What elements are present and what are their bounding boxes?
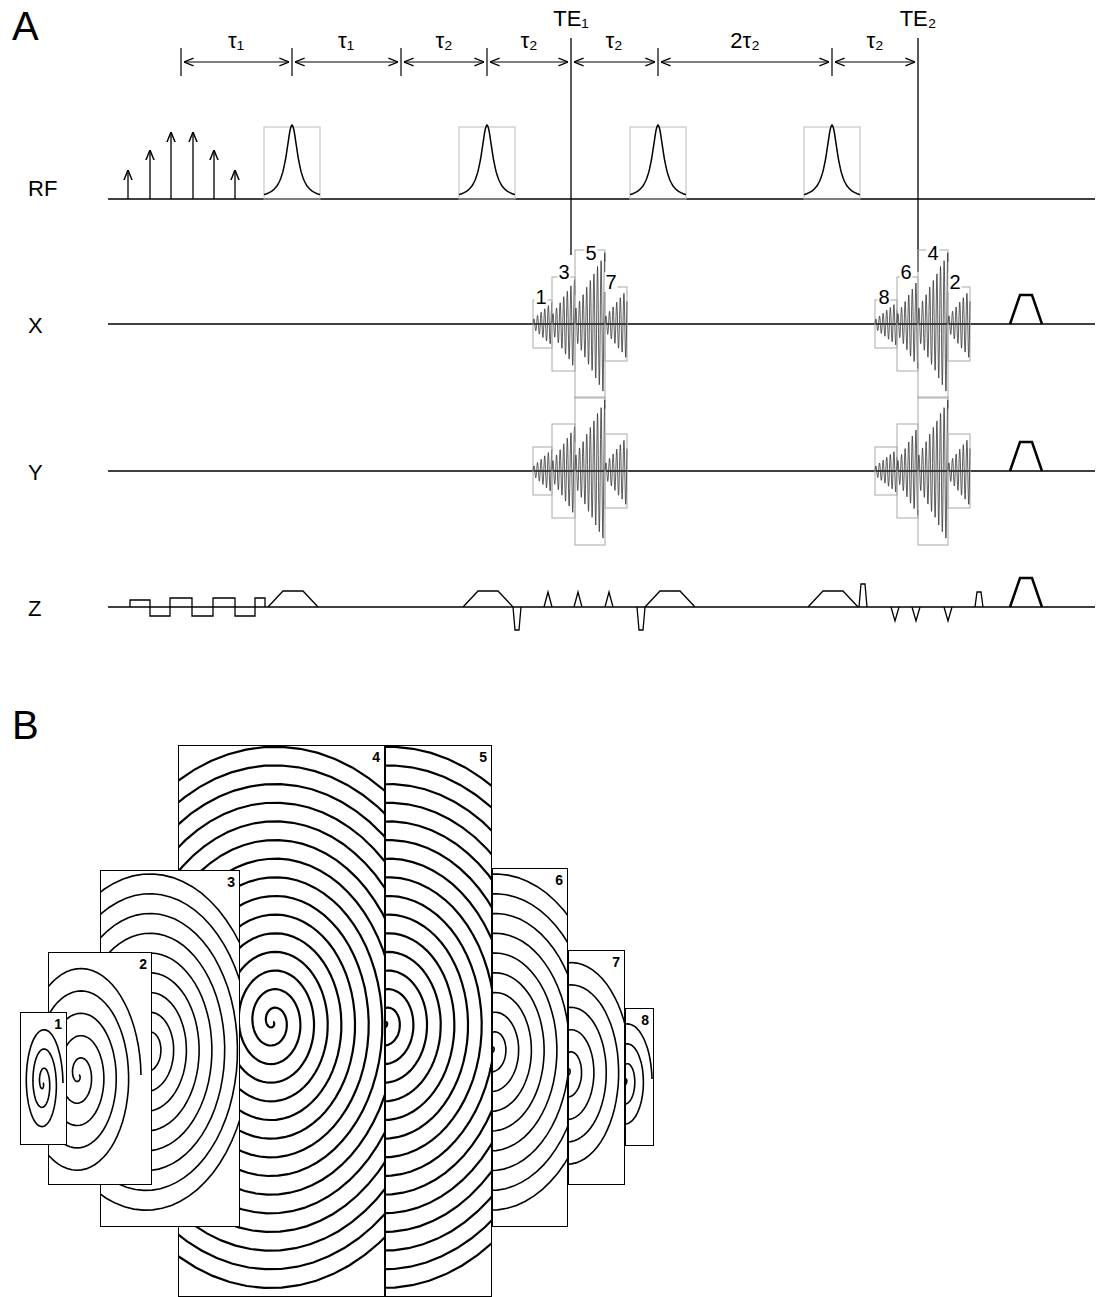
gradient-wave xyxy=(948,440,970,504)
segment-number: 1 xyxy=(534,287,547,307)
segment-number: 4 xyxy=(926,243,939,263)
timing-arrows xyxy=(181,48,915,76)
axis-label: τ₂ xyxy=(605,30,622,52)
kspace-segment: 5 xyxy=(385,745,492,1297)
segment-number: 3 xyxy=(227,875,235,889)
gradient-wave xyxy=(918,253,948,391)
segment-box xyxy=(533,300,552,348)
gradient-wave xyxy=(897,283,918,368)
echo-time-lines xyxy=(571,38,918,272)
segment-number: 8 xyxy=(877,287,890,307)
spiral-trajectory xyxy=(386,746,492,1297)
spiral-trajectory xyxy=(626,1009,654,1146)
gradient-wave xyxy=(552,280,575,366)
segment-number: 5 xyxy=(479,750,487,764)
rf-shaped-pulses xyxy=(264,125,860,199)
segment-box xyxy=(918,397,948,545)
segment-number: 2 xyxy=(139,957,147,971)
axis-label: τ₁ xyxy=(228,30,244,52)
pulse-box xyxy=(804,127,860,199)
spiral-trajectory xyxy=(493,869,568,1227)
spiral-gradients xyxy=(533,250,970,545)
kspace-segment: 8 xyxy=(625,1008,654,1146)
segment-number: 3 xyxy=(557,262,570,282)
z-gradient xyxy=(130,578,1042,630)
segment-box xyxy=(875,300,897,348)
segment-box xyxy=(875,447,897,495)
segment-box xyxy=(552,424,575,518)
axis-label: TE₂ xyxy=(900,8,937,30)
axis-label: Z xyxy=(28,598,41,620)
axis-label: 2τ₂ xyxy=(730,30,759,52)
gradient-wave xyxy=(605,293,627,357)
segment-box xyxy=(552,277,575,371)
gradient-wave xyxy=(533,302,552,344)
gradient-wave xyxy=(575,253,605,391)
axis-label: TE₁ xyxy=(553,8,589,30)
rf-hard-pulses xyxy=(128,132,235,199)
segment-box xyxy=(897,277,918,371)
axis-label: RF xyxy=(28,178,57,200)
axis-label: τ₂ xyxy=(435,30,452,52)
axis-label: Y xyxy=(28,462,43,484)
segment-number: 6 xyxy=(899,262,912,282)
segment-number: 1 xyxy=(54,1017,62,1031)
gradient-wave xyxy=(552,427,575,513)
kspace-segment: 1 xyxy=(20,1012,67,1145)
spiral-trajectory xyxy=(569,951,625,1185)
segment-box xyxy=(897,424,918,518)
gradient-wave xyxy=(575,400,605,538)
axis-label: X xyxy=(28,315,43,337)
gradient-wave xyxy=(533,449,552,491)
sinc-pulse xyxy=(630,125,686,195)
spiral-trajectory xyxy=(21,1013,67,1145)
segment-box xyxy=(575,397,605,545)
segment-number: 8 xyxy=(641,1013,649,1027)
kspace-segment: 7 xyxy=(568,950,625,1185)
segment-number: 5 xyxy=(584,243,597,263)
axis-label: τ₂ xyxy=(520,30,537,52)
crusher-gradients xyxy=(1010,295,1042,471)
sinc-pulse xyxy=(264,125,320,195)
panel-letter: B xyxy=(12,705,39,745)
panel-letter: A xyxy=(12,6,39,46)
segment-number: 7 xyxy=(612,955,620,969)
segment-number: 6 xyxy=(555,873,563,887)
axis-label: τ₁ xyxy=(338,30,354,52)
kspace-segment: 6 xyxy=(492,868,568,1227)
sinc-pulse xyxy=(459,125,515,195)
gradient-wave xyxy=(897,430,918,515)
segment-box xyxy=(575,250,605,398)
baselines xyxy=(108,199,1095,607)
axis-label: τ₂ xyxy=(866,30,883,52)
segment-number: 4 xyxy=(372,750,380,764)
segment-box xyxy=(533,447,552,495)
segment-box xyxy=(605,287,627,361)
segment-number: 7 xyxy=(604,272,617,292)
segment-box xyxy=(948,434,970,508)
gradient-wave xyxy=(605,440,627,504)
segment-box xyxy=(918,250,948,398)
pulse-box xyxy=(459,127,515,199)
gradient-wave xyxy=(875,305,897,345)
segment-number: 2 xyxy=(948,272,961,292)
segment-box xyxy=(948,287,970,361)
pulse-box xyxy=(630,127,686,199)
segment-box xyxy=(605,434,627,508)
sinc-pulse xyxy=(804,125,860,195)
pulse-box xyxy=(264,127,320,199)
gradient-wave xyxy=(875,452,897,492)
gradient-wave xyxy=(948,293,970,357)
gradient-wave xyxy=(918,400,948,538)
